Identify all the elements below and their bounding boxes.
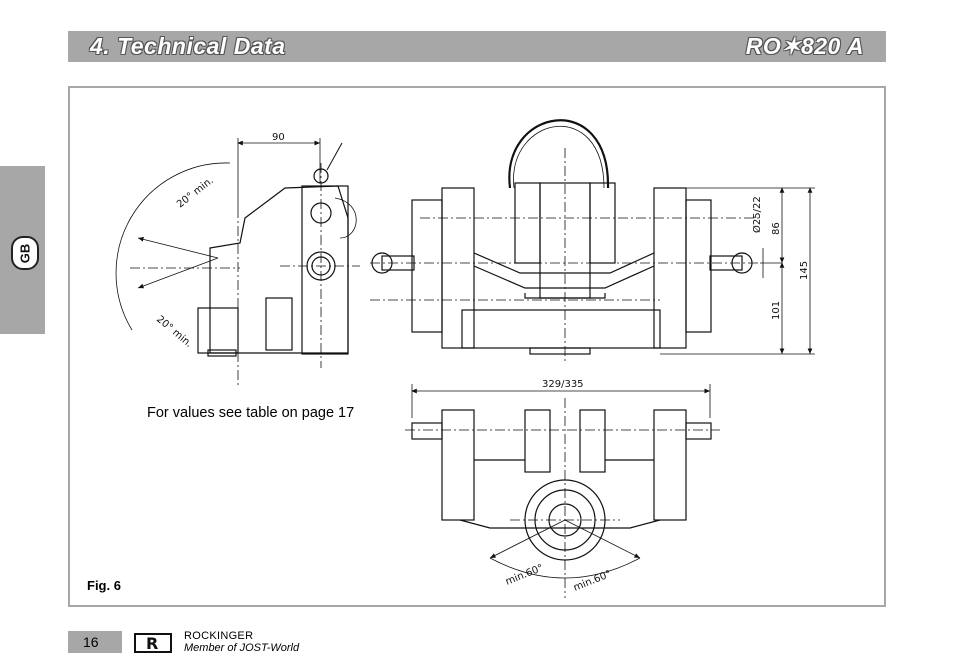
front-view: Ø25/22 86 145 101	[370, 119, 815, 363]
header-bar: 4. Technical Data RO✶820 A	[68, 31, 886, 62]
dim-pin-diameter: Ø25/22	[751, 196, 763, 233]
dim-90: 90	[272, 132, 285, 143]
dim-101: 101	[771, 301, 782, 320]
language-badge: GB	[11, 236, 39, 270]
brand-tagline: Member of JOST-World	[184, 642, 300, 654]
page-number: 16	[68, 631, 122, 653]
top-view: 329/335 min.60° min.60°	[405, 379, 720, 598]
model-name: RO✶820 A	[745, 33, 864, 59]
dim-swivel-right: min.60°	[572, 569, 613, 594]
language-code: GB	[17, 243, 33, 263]
angle-up-label: 20° min.	[175, 175, 216, 210]
dim-145: 145	[799, 261, 810, 280]
figure-note: For values see table on page 17	[147, 405, 355, 421]
angle-down-label: 20° min.	[154, 314, 194, 350]
language-tab: GB	[0, 166, 45, 334]
brand-name: ROCKINGER	[184, 630, 254, 642]
dim-86: 86	[771, 222, 782, 235]
rockinger-logo: R	[134, 633, 172, 653]
technical-drawing: 90 20° min. 20° min.	[115, 119, 815, 598]
figure-frame: 90 20° min. 20° min.	[68, 86, 886, 607]
dim-swivel-left: min.60°	[504, 563, 545, 588]
section-title: 4. Technical Data	[90, 33, 286, 59]
dim-329-335: 329/335	[542, 379, 584, 390]
side-view: 90 20° min. 20° min.	[115, 132, 360, 388]
logo-letter: R	[146, 634, 158, 653]
figure-label: Fig. 6	[87, 578, 121, 593]
